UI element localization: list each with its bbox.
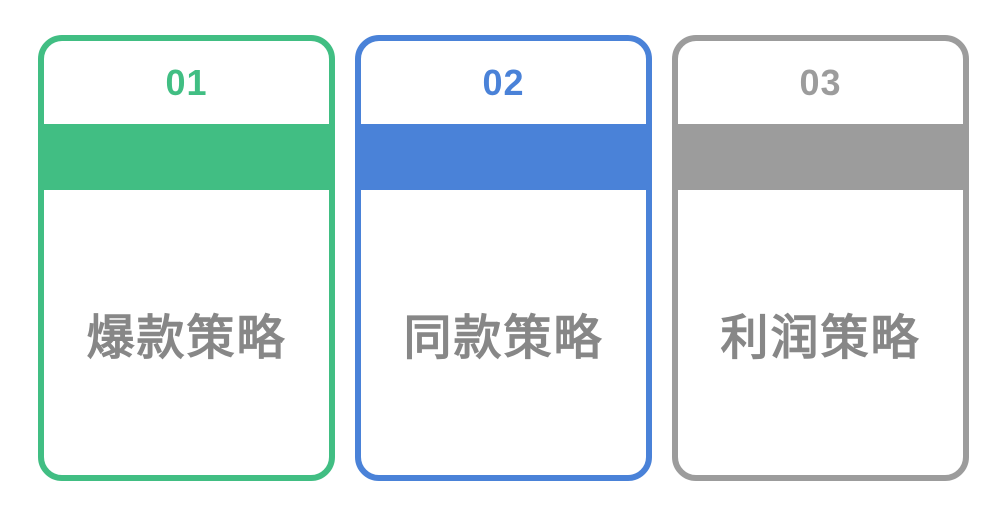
card-2-label: 同款策略 [403,311,604,365]
strategy-cards-row: 01 爆款策略 02 同款策略 03 利润策略 [38,35,969,481]
strategy-card-3: 03 利润策略 [672,35,969,481]
card-3-label: 利润策略 [720,311,921,365]
card-3-color-band [678,124,963,190]
strategy-card-1: 01 爆款策略 [38,35,335,481]
card-1-number: 01 [165,61,208,103]
card-2-color-band [361,124,646,190]
card-2-number: 02 [482,61,525,103]
strategy-card-2: 02 同款策略 [355,35,652,481]
card-3-number: 03 [799,61,842,103]
card-1-label: 爆款策略 [86,311,287,365]
card-1-color-band [44,124,329,190]
